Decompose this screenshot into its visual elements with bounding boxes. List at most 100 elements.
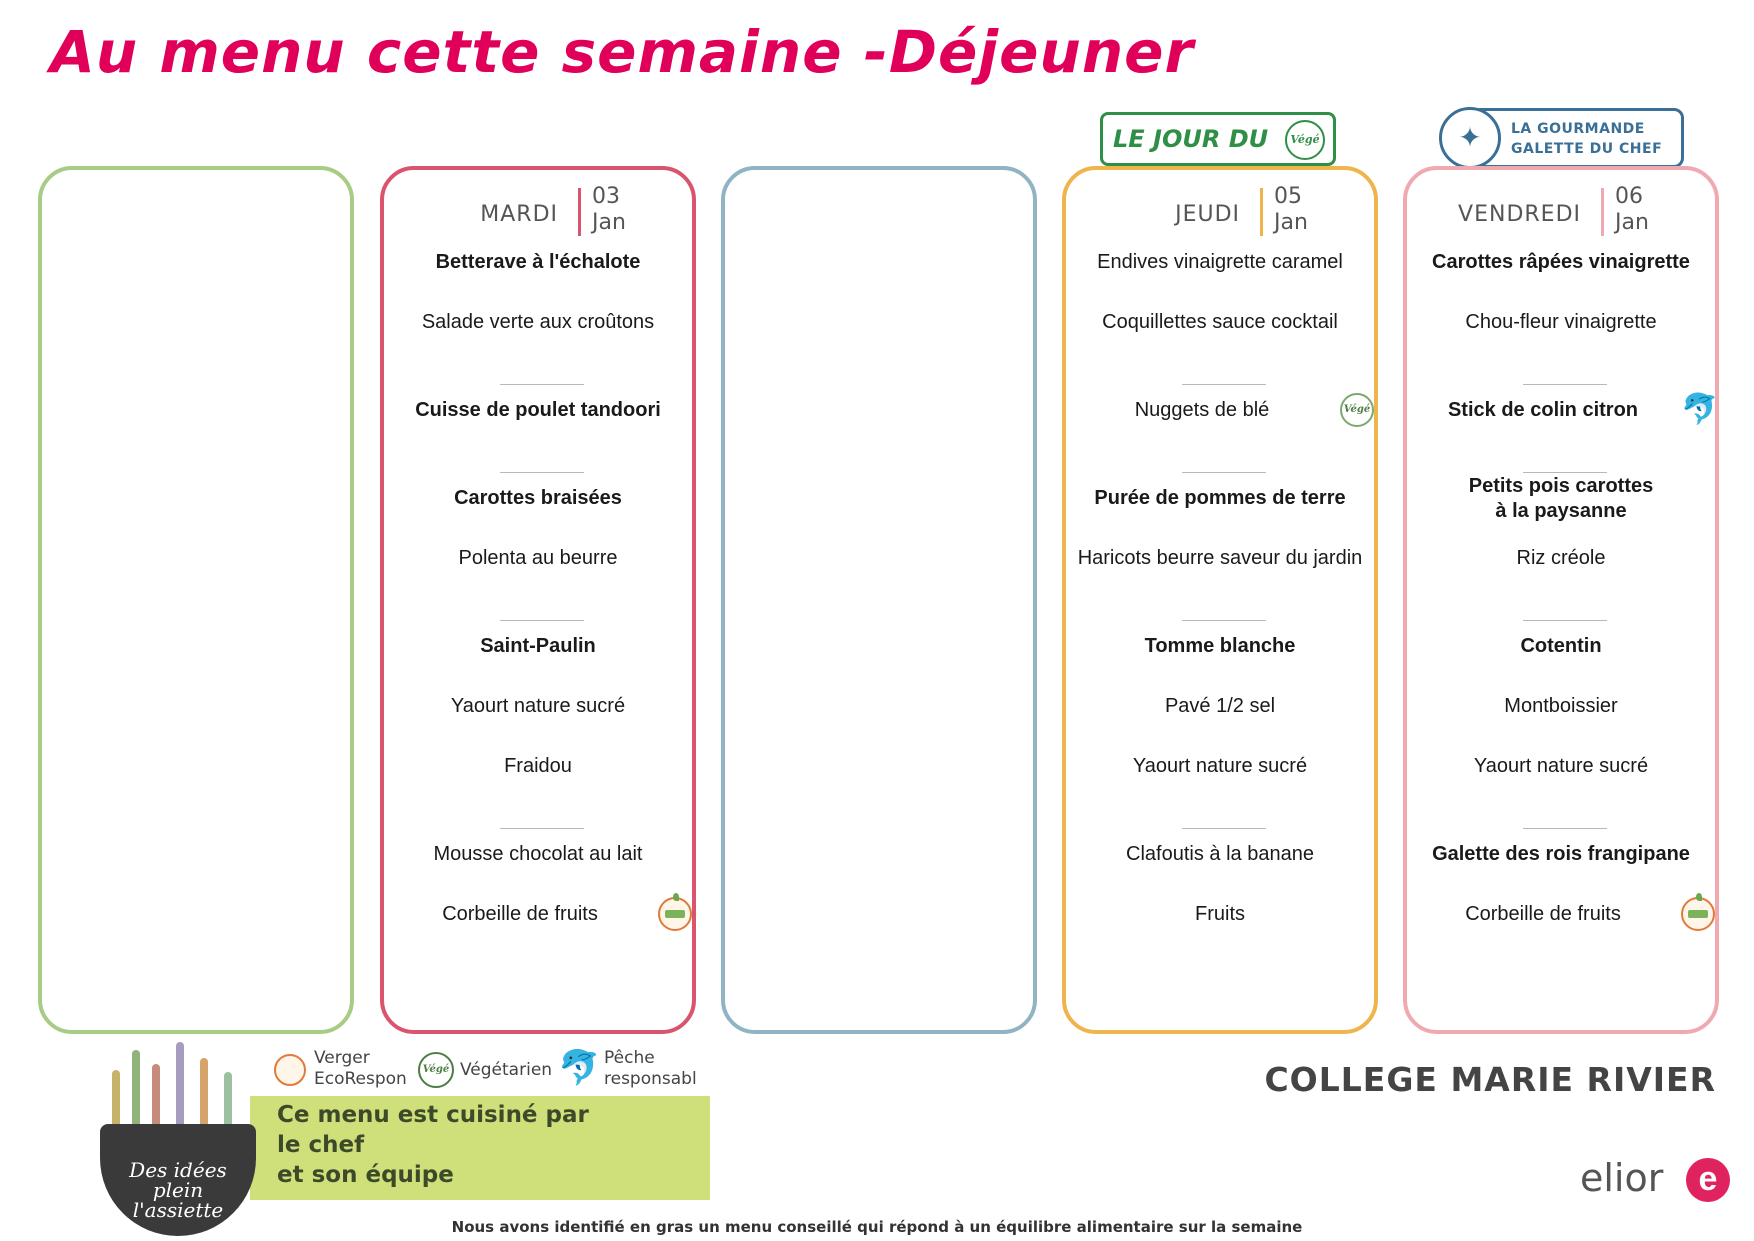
course-divider <box>500 620 584 621</box>
menu-item: Galette des rois frangipane <box>1432 843 1690 865</box>
chef-logo-text: Des idées plein l'assiette <box>106 1160 250 1220</box>
day-divider <box>578 188 581 236</box>
menu-item: Stick de colin citron <box>1447 399 1639 421</box>
day-month: Jan <box>1274 210 1308 235</box>
vege-day-banner: LE JOUR DU Végé <box>1100 112 1336 166</box>
course-divider <box>500 472 584 473</box>
menu-item: Coquillettes sauce cocktail <box>1102 311 1338 333</box>
verger-icon <box>1681 893 1715 931</box>
chef-line3: et son équipe <box>277 1162 454 1188</box>
menu-item: Carottes braisées <box>454 487 622 509</box>
school-name: COLLEGE MARIE RIVIER <box>1264 1060 1716 1099</box>
menu-item: Polenta au beurre <box>458 547 618 569</box>
vege-legend-icon: Végé <box>418 1052 454 1088</box>
utensil-icon <box>132 1050 140 1130</box>
day-name: VENDREDI <box>1458 202 1581 227</box>
menu-item: Petits pois carottes à la paysanne <box>1468 475 1654 522</box>
menu-item: Cuisse de poulet tandoori <box>415 399 661 421</box>
utensil-icon <box>152 1064 160 1130</box>
utensil-icon <box>224 1072 232 1130</box>
elior-logo-icon: e <box>1686 1158 1730 1202</box>
galette-line1: LA GOURMANDE <box>1511 121 1645 137</box>
course-divider <box>1182 472 1266 473</box>
day-divider <box>1601 188 1604 236</box>
menu-item: Mousse chocolat au lait <box>433 843 643 865</box>
legend-verger: Verger EcoRespon <box>314 1048 407 1090</box>
menu-item: Endives vinaigrette caramel <box>1097 251 1343 273</box>
day-month: Jan <box>592 210 626 235</box>
menu-item: Clafoutis à la banane <box>1126 843 1314 865</box>
menu-item: Saint-Paulin <box>480 635 596 657</box>
galette-icon: ✦ <box>1439 107 1501 169</box>
page-title: Au menu cette semaine -Déjeuner <box>50 18 1195 86</box>
chef-line1: Ce menu est cuisiné par <box>277 1102 589 1128</box>
legend-fish-line1: Pêche <box>604 1048 655 1068</box>
fish-icon: 🐬 <box>558 1049 601 1087</box>
elior-logo-text: elior <box>1580 1156 1664 1200</box>
legend-fish-line2: responsabl <box>604 1069 697 1089</box>
utensil-icon <box>176 1042 184 1130</box>
legend-fish: Pêche responsabl <box>604 1048 697 1090</box>
course-divider <box>500 828 584 829</box>
day-month: Jan <box>1615 210 1649 235</box>
chef-logo-line1: Des idées plein <box>129 1158 227 1202</box>
menu-item: Cotentin <box>1520 635 1602 657</box>
footnote: Nous avons identifié en gras un menu con… <box>451 1218 1303 1236</box>
course-divider <box>1523 384 1607 385</box>
chef-text: Ce menu est cuisiné par le chef et son é… <box>277 1100 589 1190</box>
vege-icon: Végé <box>1340 393 1374 427</box>
menu-item: Yaourt nature sucré <box>1473 755 1649 777</box>
menu-item: Chou-fleur vinaigrette <box>1465 311 1657 333</box>
legend-verger-line2: EcoRespon <box>314 1069 407 1089</box>
day-number: 06 <box>1615 184 1643 209</box>
course-divider <box>1523 620 1607 621</box>
course-divider <box>1523 828 1607 829</box>
day-divider <box>1260 188 1263 236</box>
menu-item: Corbeille de fruits <box>1465 903 1621 925</box>
menu-item: Salade verte aux croûtons <box>421 311 655 333</box>
vege-icon: Végé <box>1285 120 1325 160</box>
menu-item: Riz créole <box>1516 547 1606 569</box>
menu-item: Montboissier <box>1504 695 1618 717</box>
galette-banner: ✦ LA GOURMANDE GALETTE DU CHEF <box>1439 107 1684 169</box>
menu-item: Nuggets de blé <box>1134 399 1270 421</box>
course-divider <box>500 384 584 385</box>
menu-item: Pavé 1/2 sel <box>1164 695 1276 717</box>
day-name: JEUDI <box>1175 202 1240 227</box>
course-divider <box>1182 620 1266 621</box>
utensil-icon <box>200 1058 208 1130</box>
menu-item: Betterave à l'échalote <box>435 251 641 273</box>
galette-line2: GALETTE DU CHEF <box>1511 141 1663 157</box>
menu-item: Carottes râpées vinaigrette <box>1432 251 1690 273</box>
menu-column-empty <box>38 166 354 1034</box>
course-divider <box>1523 472 1607 473</box>
day-name: MARDI <box>480 202 558 227</box>
menu-item: Fruits <box>1195 903 1245 925</box>
menu-item: Yaourt nature sucré <box>1132 755 1308 777</box>
menu-item: Purée de pommes de terre <box>1094 487 1346 509</box>
menu-column-empty <box>721 166 1037 1034</box>
legend-verger-line1: Verger <box>314 1048 370 1068</box>
utensil-icon <box>112 1070 120 1130</box>
menu-item: Fraidou <box>504 755 572 777</box>
legend-vege: Végétarien <box>460 1060 553 1080</box>
menu-item: Tomme blanche <box>1144 635 1296 657</box>
chef-logo-line2: l'assiette <box>132 1198 224 1222</box>
course-divider <box>1182 828 1266 829</box>
verger-icon <box>658 893 692 931</box>
menu-item: Yaourt nature sucré <box>450 695 626 717</box>
chef-line2: le chef <box>277 1132 365 1158</box>
verger-icon <box>274 1054 306 1086</box>
vege-day-label: LE JOUR DU <box>1113 125 1269 153</box>
menu-item: Corbeille de fruits <box>442 903 598 925</box>
course-divider <box>1182 384 1266 385</box>
chef-panel <box>250 1096 710 1200</box>
